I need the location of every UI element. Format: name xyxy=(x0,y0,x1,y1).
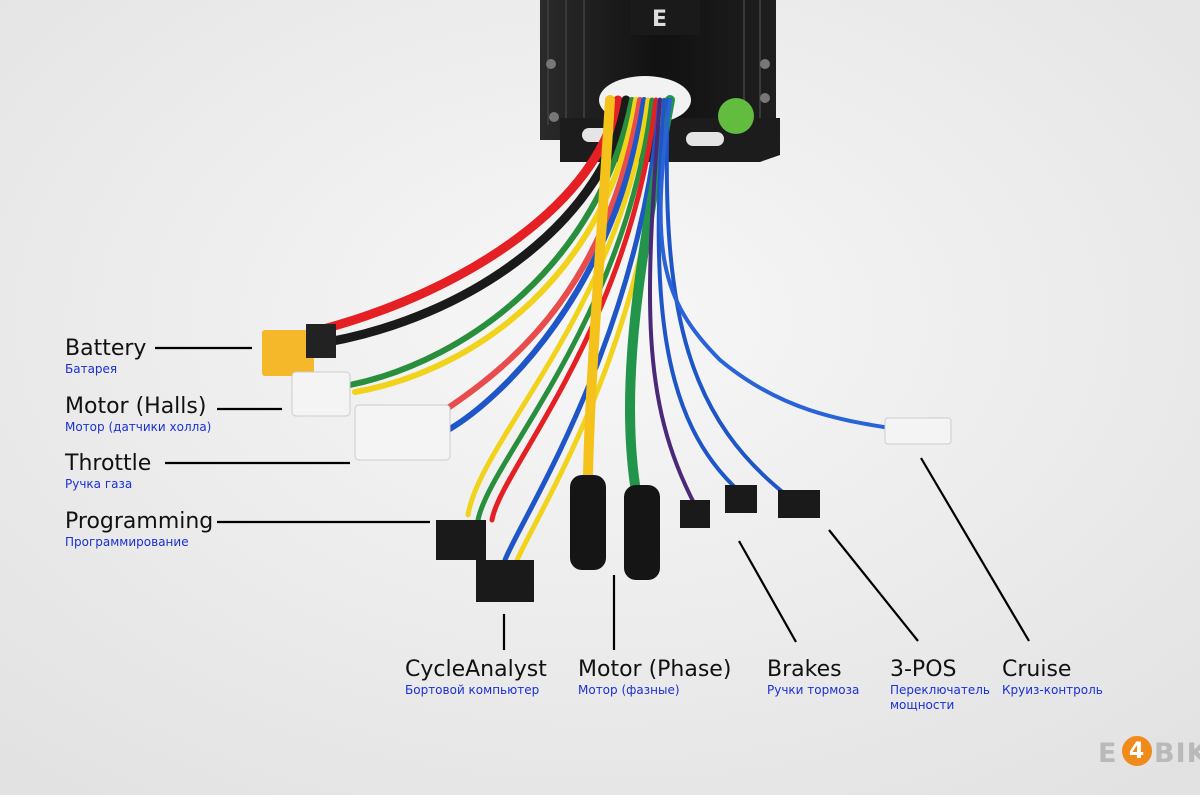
controller-logo: E xyxy=(652,7,667,32)
three-pos-connector xyxy=(778,490,820,518)
label-cruise-en: Cruise xyxy=(1002,657,1072,682)
label-battery-ru: Батарея xyxy=(65,362,118,376)
wire-bundle xyxy=(305,95,892,568)
label-cycleanalyst-en: CycleAnalyst xyxy=(405,657,547,682)
label-motor-halls-ru: Мотор (датчики холла) xyxy=(65,420,212,434)
programming-connector xyxy=(436,520,486,560)
label-brakes-ru: Ручки тормоза xyxy=(767,683,860,697)
label-programming: Programming Программирование xyxy=(65,509,213,550)
phase-connectors xyxy=(570,475,660,580)
label-cruise: Cruise Круиз-контроль xyxy=(1002,657,1103,698)
label-motor-phase-en: Motor (Phase) xyxy=(578,657,732,682)
label-cycleanalyst-ru: Бортовой компьютер xyxy=(405,683,540,697)
label-cycleanalyst: CycleAnalyst Бортовой компьютер xyxy=(405,657,547,698)
label-programming-en: Programming xyxy=(65,509,214,534)
label-three-pos-en: 3-POS xyxy=(890,657,957,682)
label-cruise-ru: Круиз-контроль xyxy=(1002,683,1103,697)
label-battery-en: Battery xyxy=(65,336,147,361)
label-motor-phase-ru: Мотор (фазные) xyxy=(578,683,680,697)
label-brakes: Brakes Ручки тормоза xyxy=(767,657,859,698)
label-throttle-ru: Ручка газа xyxy=(65,477,133,491)
label-three-pos-ru-line2: мощности xyxy=(890,698,955,712)
watermark-e: E xyxy=(1098,738,1118,769)
watermark-four: 4 xyxy=(1122,736,1152,766)
leader-lines xyxy=(155,346,1030,650)
watermark-bike: BIKE xyxy=(1154,738,1200,769)
label-three-pos-ru-line1: Переключатель xyxy=(890,683,990,697)
brake-connectors xyxy=(680,485,757,528)
cruise-connector xyxy=(884,417,952,445)
label-throttle: Throttle Ручка газа xyxy=(65,451,151,492)
label-motor-halls-en: Motor (Halls) xyxy=(65,394,207,419)
label-motor-phase: Motor (Phase) Мотор (фазные) xyxy=(578,657,731,698)
label-battery: Battery Батарея xyxy=(65,336,146,377)
halls-connector xyxy=(291,371,351,417)
label-programming-ru: Программирование xyxy=(65,535,189,549)
throttle-connector xyxy=(354,404,451,461)
cycleanalyst-connector xyxy=(476,560,534,602)
label-three-pos: 3-POS Переключатель мощности xyxy=(890,657,990,713)
label-brakes-en: Brakes xyxy=(767,657,842,682)
battery-connector xyxy=(262,324,336,376)
label-motor-halls: Motor (Halls) Мотор (датчики холла) xyxy=(65,394,211,435)
label-throttle-en: Throttle xyxy=(65,451,152,476)
